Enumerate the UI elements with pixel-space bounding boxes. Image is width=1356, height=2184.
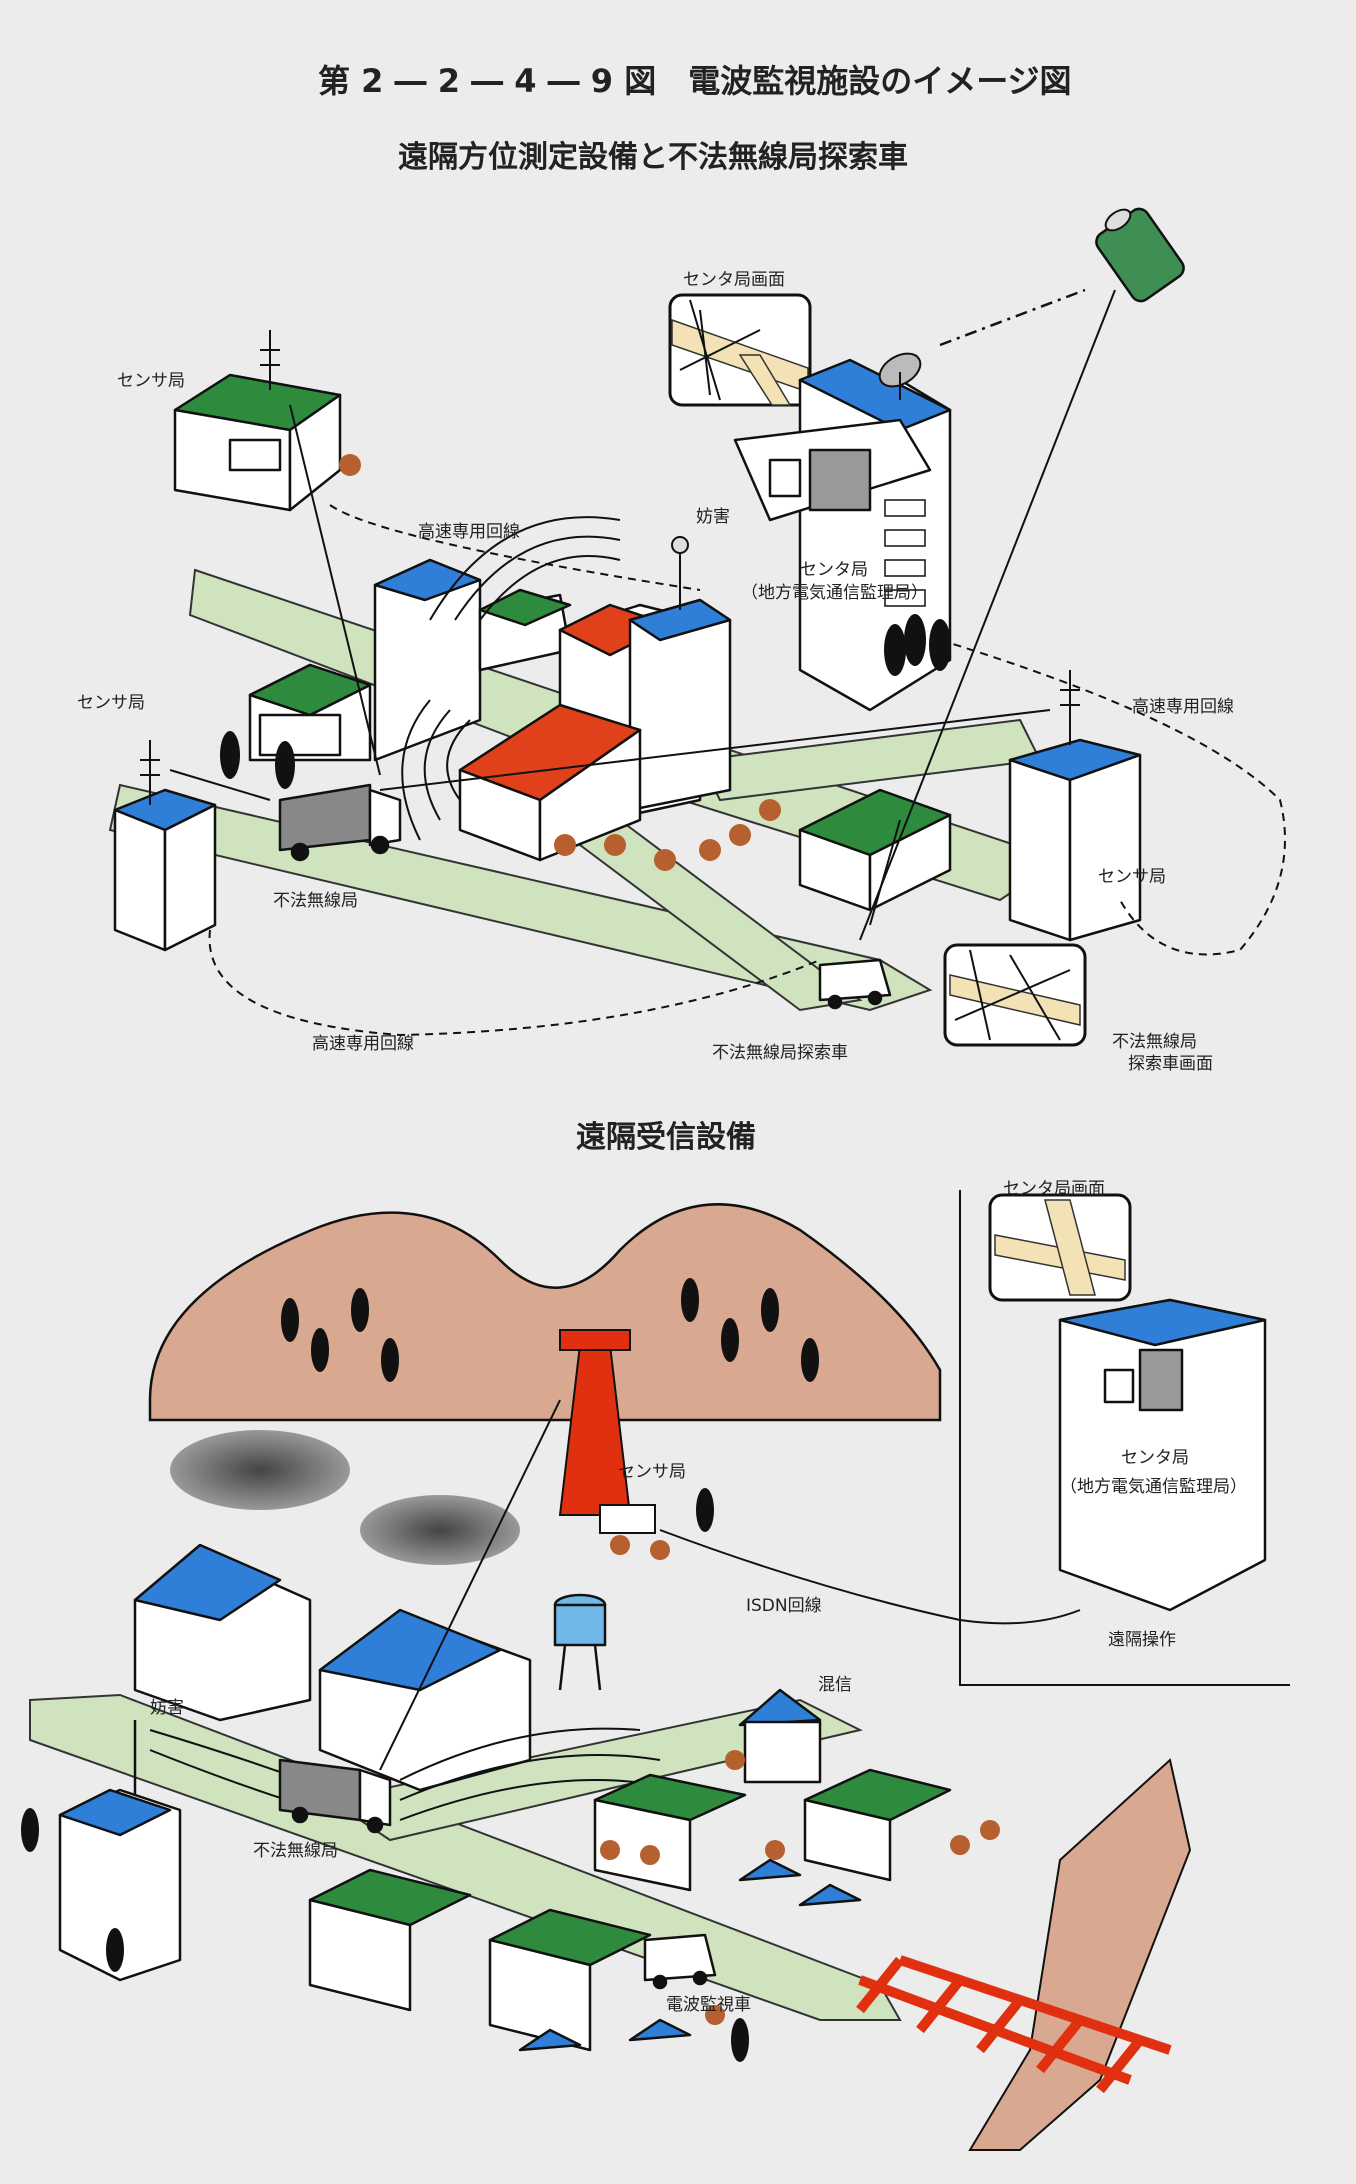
red-bridge <box>856 1955 1172 2094</box>
label-center-station-sub-top: （地方電気通信監理局） <box>741 583 928 603</box>
mountain-trees <box>281 1278 819 1382</box>
city-buildings-top <box>248 558 732 862</box>
label-remote-operation: 遠隔操作 <box>1108 1630 1176 1650</box>
label-search-screen-2: 探索車画面 <box>1128 1054 1213 1074</box>
wavy-boundary <box>959 1190 1290 1686</box>
label-crosstalk: 混信 <box>818 1675 852 1695</box>
green-buildings-bottom <box>308 1768 952 2052</box>
label-center-station-sub-bottom: （地方電気通信監理局） <box>1060 1477 1247 1497</box>
top-section-heading: 遠隔方位測定設備と不法無線局探索車 <box>398 140 908 175</box>
bearing-lines-top <box>169 289 1116 941</box>
label-center-screen-bottom: センタ局画面 <box>1003 1179 1105 1199</box>
center-screen-bottom <box>988 1193 1132 1302</box>
smoke-plumes <box>170 1430 520 1565</box>
trees-bottom <box>21 1488 749 2062</box>
label-search-vehicle: 不法無線局探索車 <box>712 1043 848 1063</box>
center-screen-top <box>668 293 812 407</box>
label-sensor-station-2: センサ局 <box>77 693 145 713</box>
isdn-line <box>659 1529 1081 1625</box>
label-sensor-station-bottom: センサ局 <box>618 1462 686 1482</box>
green-building-left <box>248 663 372 757</box>
river <box>968 1758 1192 2151</box>
satellite-icon <box>1095 207 1185 303</box>
interference-building-bottom <box>58 1720 182 1982</box>
antenna-icon-sensor-1 <box>260 330 280 390</box>
label-interference-bottom: 妨害 <box>150 1698 184 1718</box>
center-station-building-top <box>733 358 952 712</box>
satellite-link-arrow <box>939 288 1086 347</box>
bottom-roads <box>29 1693 902 2021</box>
bottom-section-heading: 遠隔受信設備 <box>576 1120 756 1155</box>
antenna-icon-sensor-2 <box>140 740 160 805</box>
truck-illegal-station-bottom <box>278 1758 392 1834</box>
label-isdn-line: ISDN回線 <box>746 1596 822 1616</box>
monitoring-vehicle <box>643 1933 717 1990</box>
label-high-speed-line-2: 高速専用回線 <box>1132 697 1234 717</box>
truck-illegal-station-top <box>278 783 402 862</box>
trees-top <box>220 614 951 789</box>
sensor-tower-red <box>558 1329 656 1534</box>
label-interference-top: 妨害 <box>696 507 730 527</box>
label-center-station-top: センタ局 <box>800 560 868 580</box>
label-high-speed-line-1: 高速専用回線 <box>418 522 520 542</box>
sensor-station-1 <box>173 373 342 512</box>
water-tower <box>553 1593 607 1691</box>
interference-waves-top <box>401 516 621 841</box>
search-vehicle-top <box>818 958 892 1010</box>
illegal-antenna-icon-top <box>671 536 689 610</box>
label-illegal-station-bottom: 不法無線局 <box>253 1841 338 1861</box>
top-roads <box>108 568 1063 1012</box>
interference-waves-bottom <box>149 1727 681 1821</box>
satellite-dish-icon <box>878 352 922 400</box>
label-center-screen-top: センタ局画面 <box>683 270 785 290</box>
sensor-station-3 <box>1008 738 1142 942</box>
antenna-icon-sensor-3 <box>1060 670 1080 745</box>
sensor-station-2 <box>113 788 217 952</box>
label-sensor-station-3: センサ局 <box>1098 867 1166 887</box>
label-search-screen-1: 不法無線局 <box>1112 1032 1197 1052</box>
label-sensor-station-1: センサ局 <box>117 371 185 391</box>
label-high-speed-line-3: 高速専用回線 <box>312 1034 414 1054</box>
search-vehicle-screen <box>943 943 1087 1047</box>
figure-title: 第 2 ― 2 ― 4 ― 9 図 電波監視施設のイメージ図 <box>318 62 1072 100</box>
label-center-station-bottom: センタ局 <box>1121 1448 1189 1468</box>
green-building-right <box>798 788 952 912</box>
factories <box>133 1543 532 1792</box>
mountains <box>148 1203 942 1422</box>
label-monitoring-vehicle: 電波監視車 <box>666 1995 751 2015</box>
bearing-line-bottom <box>379 1399 561 1771</box>
label-illegal-station-top: 不法無線局 <box>273 891 358 911</box>
